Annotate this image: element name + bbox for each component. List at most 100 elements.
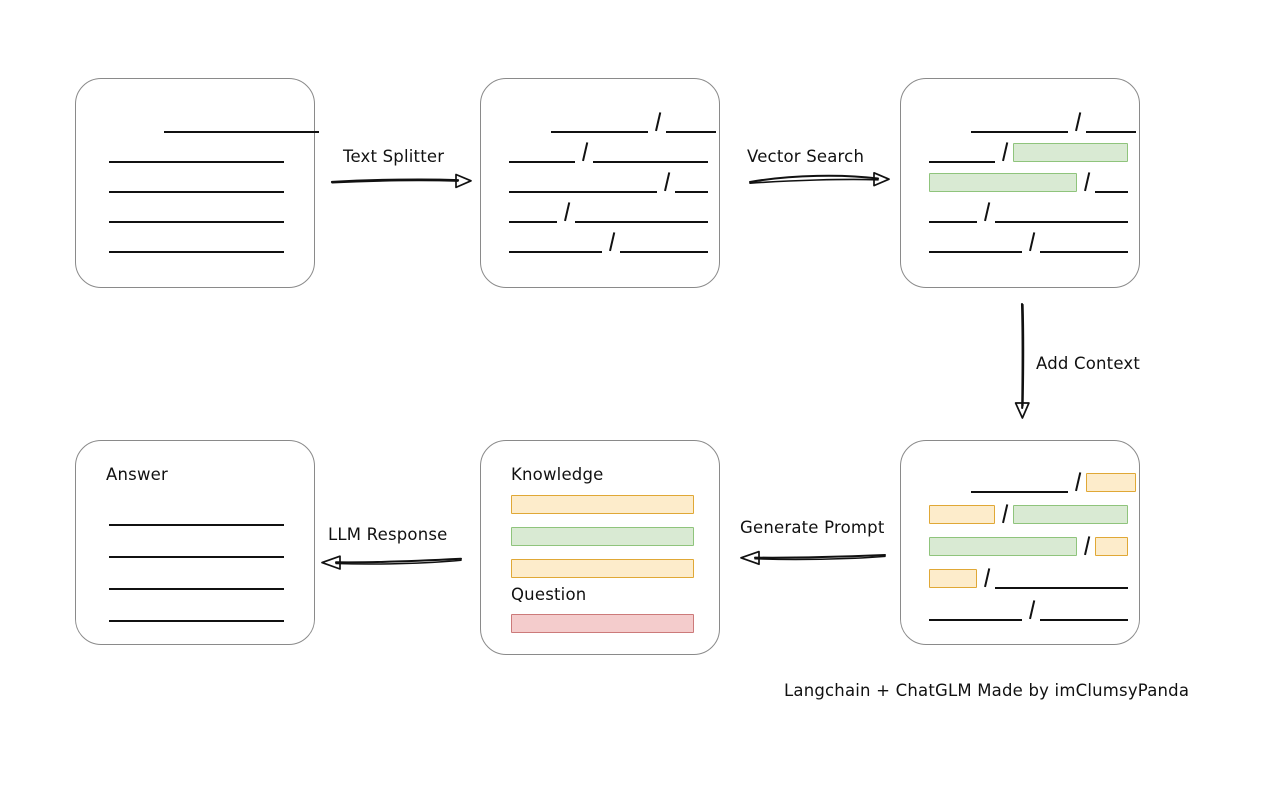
- segment-separator-slash: [995, 141, 1013, 163]
- text-segment: [109, 141, 284, 163]
- context-document-box[interactable]: [900, 440, 1140, 645]
- text-row: [929, 171, 1128, 193]
- segment-separator-slash: [557, 201, 575, 223]
- text-segment: [929, 141, 995, 163]
- matched-document-rows: [901, 79, 1139, 287]
- arrow-vector-search: [749, 171, 890, 187]
- text-row: [109, 111, 319, 133]
- text-row: [929, 141, 1128, 163]
- text-row: [109, 201, 284, 223]
- source-document-box[interactable]: [75, 78, 319, 288]
- footer-credit: Langchain + ChatGLM Made by imClumsyPand…: [784, 681, 1190, 700]
- segment-separator-slash: [1068, 111, 1086, 133]
- text-segment: [929, 201, 977, 223]
- text-row: [509, 231, 708, 253]
- text-row: [929, 567, 1128, 589]
- text-row: [929, 471, 1136, 493]
- text-row: [109, 568, 284, 590]
- text-segment: [164, 111, 319, 133]
- text-segment: [929, 599, 1022, 621]
- segment-separator-slash: [1068, 471, 1086, 493]
- text-row: [109, 600, 284, 622]
- text-segment: [995, 567, 1128, 589]
- context-document-rows: [901, 441, 1139, 644]
- text-row: [929, 111, 1136, 133]
- text-row: [109, 231, 284, 253]
- arrow-llm-response: [321, 555, 462, 570]
- segment-separator-slash: [977, 201, 995, 223]
- text-row: [929, 231, 1128, 253]
- text-row: [929, 201, 1128, 223]
- text-segment: [109, 504, 284, 526]
- highlight-segment-yellow: [1086, 472, 1136, 492]
- segment-separator-slash: [648, 111, 666, 133]
- knowledge-bar-3: [511, 559, 694, 578]
- text-segment: [1086, 111, 1136, 133]
- text-segment: [675, 171, 708, 193]
- prompt-box[interactable]: Knowledge Question: [480, 440, 720, 655]
- text-segment: [551, 111, 648, 133]
- knowledge-bar-2: [511, 527, 694, 546]
- highlight-segment-green: [929, 536, 1077, 556]
- answer-label: Answer: [106, 465, 168, 484]
- edge-label-text-splitter: Text Splitter: [343, 147, 445, 166]
- split-document-rows: [481, 79, 719, 287]
- segment-separator-slash: [575, 141, 593, 163]
- text-segment: [995, 201, 1128, 223]
- text-row: [509, 171, 708, 193]
- edge-label-llm-response: LLM Response: [328, 525, 448, 544]
- text-segment: [1040, 599, 1128, 621]
- knowledge-label: Knowledge: [511, 465, 604, 484]
- text-segment: [109, 600, 284, 622]
- text-segment: [109, 171, 284, 193]
- segment-separator-slash: [1022, 231, 1040, 253]
- edge-label-vector-search: Vector Search: [747, 147, 865, 166]
- arrow-generate-prompt: [740, 550, 886, 566]
- text-segment: [593, 141, 708, 163]
- text-segment: [509, 141, 575, 163]
- text-row: [929, 503, 1128, 525]
- segment-separator-slash: [1022, 599, 1040, 621]
- text-row: [509, 201, 708, 223]
- text-segment: [971, 111, 1068, 133]
- text-row: [929, 535, 1128, 557]
- arrow-add-context: [1014, 302, 1030, 419]
- text-row: [929, 599, 1128, 621]
- text-segment: [1095, 171, 1128, 193]
- source-document-rows: [76, 79, 319, 287]
- highlight-segment-green: [1013, 504, 1128, 524]
- segment-separator-slash: [1077, 171, 1095, 193]
- text-segment: [509, 231, 602, 253]
- highlight-segment-yellow: [929, 568, 977, 588]
- split-document-box[interactable]: [480, 78, 720, 288]
- text-segment: [509, 201, 557, 223]
- text-segment: [109, 201, 284, 223]
- question-label: Question: [511, 585, 587, 604]
- text-row: [109, 171, 284, 193]
- text-segment: [1040, 231, 1128, 253]
- segment-separator-slash: [995, 503, 1013, 525]
- text-segment: [971, 471, 1068, 493]
- highlight-segment-yellow: [1095, 536, 1128, 556]
- highlight-segment-green: [929, 172, 1077, 192]
- text-segment: [929, 231, 1022, 253]
- question-bar-1: [511, 614, 694, 633]
- text-segment: [509, 171, 657, 193]
- text-segment: [109, 568, 284, 590]
- arrow-text-splitter: [330, 173, 472, 189]
- text-row: [509, 111, 716, 133]
- text-segment: [666, 111, 716, 133]
- edge-label-generate-prompt: Generate Prompt: [740, 518, 885, 537]
- text-row: [109, 504, 284, 526]
- segment-separator-slash: [657, 171, 675, 193]
- text-segment: [109, 536, 284, 558]
- highlight-segment-yellow: [929, 504, 995, 524]
- answer-box[interactable]: Answer: [75, 440, 315, 645]
- highlight-segment-green: [1013, 142, 1128, 162]
- text-segment: [620, 231, 708, 253]
- text-row: [109, 141, 284, 163]
- edge-label-add-context: Add Context: [1036, 354, 1141, 373]
- matched-document-box[interactable]: [900, 78, 1140, 288]
- text-segment: [575, 201, 708, 223]
